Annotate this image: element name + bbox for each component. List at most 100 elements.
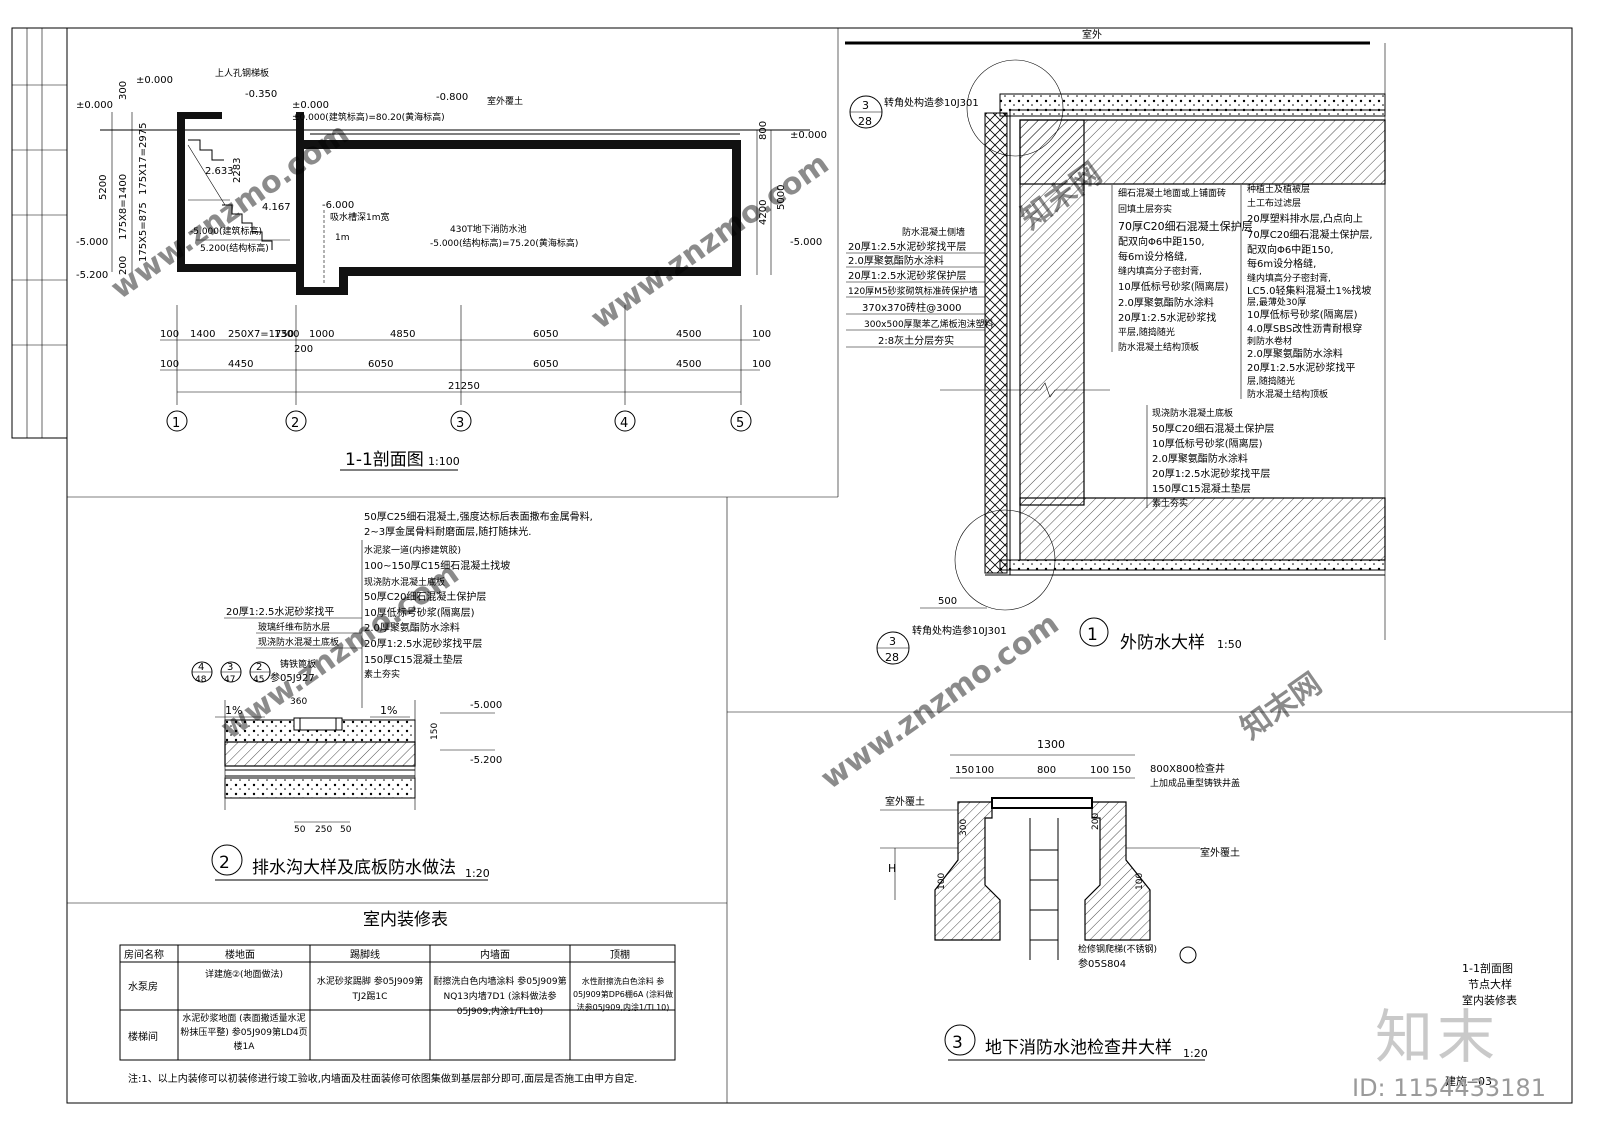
svg-text:±0.000: ±0.000 [76, 100, 113, 111]
section-notes: 上人孔钢梯板 ±0.000(建筑标高)=80.20(黄海标高) 室外覆土 430… [215, 67, 578, 249]
detail-1-waterproofing: 室外 3 28 转角处构造参10J301 3 28 转角处构造参10J301 5… [845, 28, 1386, 665]
svg-text:120厚M5砂浆砌筑标准砖保护墙: 120厚M5砂浆砌筑标准砖保护墙 [848, 285, 978, 297]
svg-text:楼地面: 楼地面 [225, 948, 255, 961]
svg-text:缝内填高分子密封膏,: 缝内填高分子密封膏, [1118, 265, 1202, 277]
svg-text:4850: 4850 [390, 329, 415, 340]
svg-text:20厚1:2.5水泥砂浆找平层: 20厚1:2.5水泥砂浆找平层 [1152, 467, 1270, 480]
id-watermark: ID: 1154433181 [1352, 1074, 1546, 1102]
svg-text:5000: 5000 [776, 185, 787, 210]
svg-text:缝内填高分子密封膏,: 缝内填高分子密封膏, [1247, 272, 1331, 284]
svg-text:200: 200 [1091, 813, 1101, 830]
svg-text:800: 800 [1037, 765, 1056, 776]
svg-text:室内装修表: 室内装修表 [363, 910, 448, 930]
svg-text:100: 100 [160, 359, 179, 370]
svg-text:室外: 室外 [1082, 28, 1102, 41]
svg-text:1:20: 1:20 [1183, 1047, 1208, 1060]
svg-text:3: 3 [952, 1033, 963, 1053]
svg-text:28: 28 [885, 651, 899, 664]
svg-text:70厚C20细石混凝土保护层,: 70厚C20细石混凝土保护层, [1247, 228, 1373, 241]
svg-text:800X800检查井: 800X800检查井 [1150, 762, 1225, 775]
svg-text:防水混凝土侧墙: 防水混凝土侧墙 [902, 226, 965, 238]
svg-text:50厚C25细石混凝土,强度达标后表面撒布金属骨料,: 50厚C25细石混凝土,强度达标后表面撒布金属骨料, [364, 510, 593, 523]
svg-text:2.0厚聚氨酯防水涂料: 2.0厚聚氨酯防水涂料 [1152, 452, 1248, 465]
svg-text:LC5.0轻集料混凝土1%找坡: LC5.0轻集料混凝土1%找坡 [1247, 284, 1371, 297]
svg-text:6050: 6050 [533, 329, 558, 340]
svg-text:430T地下消防水池: 430T地下消防水池 [450, 223, 527, 235]
svg-text:上加成品重型铸铁井盖: 上加成品重型铸铁井盖 [1150, 777, 1240, 789]
svg-text:100: 100 [1090, 765, 1109, 776]
svg-text:-5.000(建筑标高): -5.000(建筑标高) [190, 225, 262, 237]
svg-text:3: 3 [889, 635, 896, 648]
svg-text:每6m设分格缝,: 每6m设分格缝, [1118, 250, 1187, 263]
svg-text:4500: 4500 [676, 329, 701, 340]
svg-text:1m: 1m [335, 233, 350, 243]
svg-text:吸水槽深1m宽: 吸水槽深1m宽 [330, 211, 390, 223]
svg-text:现浇防水混凝土底板: 现浇防水混凝土底板 [1152, 407, 1233, 419]
svg-text:2:8灰土分层夯实: 2:8灰土分层夯实 [878, 334, 954, 347]
svg-text:层,最薄处30厚: 层,最薄处30厚 [1247, 296, 1306, 308]
svg-text:45: 45 [253, 675, 264, 685]
svg-text:检修钢爬梯(不锈钢): 检修钢爬梯(不锈钢) [1078, 943, 1157, 955]
svg-text:外防水大样: 外防水大样 [1120, 633, 1205, 653]
svg-text:3: 3 [227, 662, 233, 673]
svg-text:-6.000: -6.000 [322, 200, 354, 211]
svg-text:±0.000: ±0.000 [136, 75, 173, 86]
svg-text:20厚1:2.5水泥砂浆找平: 20厚1:2.5水泥砂浆找平 [1247, 361, 1355, 374]
svg-text:参05J927: 参05J927 [270, 671, 315, 684]
svg-text:铸铁篦板: 铸铁篦板 [280, 658, 316, 670]
svg-text:50: 50 [294, 825, 306, 835]
svg-text:上人孔钢梯板: 上人孔钢梯板 [215, 67, 269, 79]
svg-text:1: 1 [172, 416, 180, 431]
svg-text:20厚塑料排水层,凸点向上: 20厚塑料排水层,凸点向上 [1247, 212, 1363, 225]
svg-text:-5.000(结构标高)=75.20(黄海标高): -5.000(结构标高)=75.20(黄海标高) [430, 237, 578, 249]
svg-text:转角处构造参10J301: 转角处构造参10J301 [912, 624, 1007, 637]
detail-2-drain: 50厚C25细石混凝土,强度达标后表面撒布金属骨料, 2~3厚金属骨料耐磨面层,… [191, 510, 593, 881]
svg-text:5: 5 [736, 416, 744, 431]
svg-text:-5.200: -5.200 [76, 270, 108, 281]
svg-text:刺防水卷材: 刺防水卷材 [1247, 335, 1292, 347]
svg-text:800: 800 [758, 121, 769, 140]
svg-text:300x500厚聚苯乙烯板泡沫塑料: 300x500厚聚苯乙烯板泡沫塑料 [864, 318, 994, 330]
svg-text:250: 250 [315, 825, 332, 835]
svg-text:300: 300 [959, 819, 969, 836]
svg-text:370x370砖柱@3000: 370x370砖柱@3000 [862, 301, 962, 314]
svg-text:70厚C20细石混凝土保护层: 70厚C20细石混凝土保护层 [1118, 219, 1253, 233]
svg-text:知末网: 知末网 [1235, 666, 1329, 746]
section-scale: 1:100 [428, 455, 460, 468]
svg-text:500: 500 [938, 596, 957, 607]
svg-text:100: 100 [752, 359, 771, 370]
svg-text:4500: 4500 [676, 359, 701, 370]
svg-text:±0.000: ±0.000 [292, 100, 329, 111]
cell-skirting: 水泥砂浆踢脚 参05J909第TJ2踢1C [316, 977, 424, 1002]
svg-text:1400: 1400 [190, 329, 215, 340]
roof-notes-b: 种植土及植被层 土工布过滤层 20厚塑料排水层,凸点向上 70厚C20细石混凝土… [1240, 183, 1373, 400]
svg-text:转角处构造参10J301: 转角处构造参10J301 [884, 96, 979, 109]
svg-text:1:20: 1:20 [465, 867, 490, 880]
svg-text:楼梯间: 楼梯间 [128, 1030, 158, 1043]
svg-text:100: 100 [937, 873, 947, 890]
svg-text:2283: 2283 [232, 158, 243, 183]
svg-text:100: 100 [1135, 873, 1145, 890]
svg-text:50厚C20细石混凝土保护层: 50厚C20细石混凝土保护层 [364, 590, 486, 603]
svg-text:2.0厚聚氨酯防水涂料: 2.0厚聚氨酯防水涂料 [364, 621, 460, 634]
svg-text:1:50: 1:50 [1217, 638, 1242, 651]
svg-text:细石混凝土地面或上铺面砖: 细石混凝土地面或上铺面砖 [1118, 187, 1226, 199]
svg-text:150厚C15混凝土垫层: 150厚C15混凝土垫层 [1152, 482, 1251, 495]
svg-text:150: 150 [430, 723, 440, 740]
svg-text:10厚低标号砂浆(隔离层): 10厚低标号砂浆(隔离层) [1118, 280, 1229, 293]
svg-text:4.0厚SBS改性沥青耐根穿: 4.0厚SBS改性沥青耐根穿 [1247, 322, 1362, 335]
horizontal-dims: 100 1400 250X7=1750 1300 1000 4850 6050 … [160, 305, 771, 405]
cell-stair-floor: 水泥砂浆地面 (表面撒适量水泥粉抹压平整) 参05J909第LD4页楼1A [180, 1014, 308, 1052]
svg-text:素土夯实: 素土夯实 [364, 668, 400, 680]
svg-text:2: 2 [291, 416, 299, 431]
drain-refs: 4 48 3 47 2 45 铸铁篦板 参05J927 [191, 658, 316, 685]
drawing-frame [11, 27, 1573, 1104]
svg-text:6050: 6050 [368, 359, 393, 370]
svg-text:250X7=1750: 250X7=1750 [228, 329, 294, 340]
svg-text:1-1剖面图: 1-1剖面图 [1462, 961, 1513, 975]
svg-text:排水沟大样及底板防水做法: 排水沟大样及底板防水做法 [252, 858, 456, 878]
svg-text:2.0厚聚氨酯防水涂料: 2.0厚聚氨酯防水涂料 [1118, 296, 1214, 309]
svg-text:2.0厚聚氨酯防水涂料: 2.0厚聚氨酯防水涂料 [1247, 347, 1343, 360]
svg-text:踢脚线: 踢脚线 [350, 948, 380, 961]
svg-text:20厚1:2.5水泥砂浆找平层: 20厚1:2.5水泥砂浆找平层 [848, 240, 966, 253]
